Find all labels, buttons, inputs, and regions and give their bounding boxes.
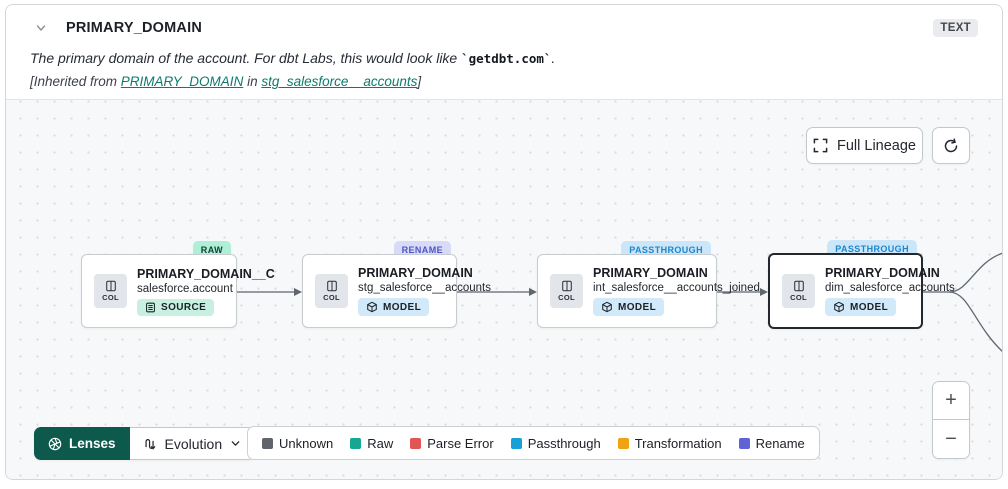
full-lineage-label: Full Lineage [837,137,916,154]
lineage-panel: PRIMARY_DOMAIN TEXT The primary domain o… [5,4,1003,480]
lens-select-dropdown[interactable]: Evolution [129,427,256,461]
inherited-model-link[interactable]: stg_salesforce__accounts [261,74,418,90]
legend-item: Passthrough [510,436,601,451]
legend-item: Parse Error [410,436,494,451]
evolution-legend: Unknown Raw Parse Error Passthrough Tran… [247,426,820,461]
node-kind-badge: MODEL [358,298,430,317]
column-description: The primary domain of the account. For d… [30,50,556,66]
lens-aperture-icon [48,437,62,451]
node-column-name: PRIMARY_DOMAIN [358,266,473,281]
legend-swatch [350,437,362,449]
model-cube-icon [833,301,845,313]
node-model-name: stg_salesforce__accounts [358,282,491,295]
inherited-column-link[interactable]: PRIMARY_DOMAIN [120,74,244,90]
column-icon: COL [315,274,348,309]
legend-item: Transformation [617,436,722,451]
lineage-canvas[interactable]: Full Lineage RAW COL PRIMARY_DOMAIN__C s… [6,99,1002,479]
column-icon: COL [550,274,583,309]
node-model-name: int_salesforce__accounts_joined [593,282,760,295]
inherited-from-note: [Inherited from PRIMARY_DOMAIN in stg_sa… [30,74,422,90]
lenses-button[interactable]: Lenses [34,427,130,461]
full-lineage-button[interactable]: Full Lineage [806,127,923,165]
column-title: PRIMARY_DOMAIN [66,20,202,36]
selected-lens-label: Evolution [164,435,223,452]
collapse-chevron-icon[interactable] [30,17,52,39]
node-kind-badge: MODEL [593,298,665,317]
zoom-out-button[interactable]: − [933,420,969,459]
legend-swatch [617,437,629,449]
lineage-node-intermediate[interactable]: PASSTHROUGH COL PRIMARY_DOMAIN int_sales… [537,241,760,329]
legend-item: Unknown [262,436,333,451]
lineage-node-dim-selected[interactable]: PASSTHROUGH COL PRIMARY_DOMAIN dim_sales… [768,240,955,330]
lineage-node-source[interactable]: RAW COL PRIMARY_DOMAIN__C salesforce.acc… [81,241,275,329]
zoom-in-button[interactable]: + [933,382,969,421]
legend-swatch [410,437,422,449]
model-cube-icon [601,301,613,313]
node-model-name: dim_salesforce_accounts [825,282,955,295]
legend-swatch [510,437,522,449]
model-cube-icon [366,301,378,313]
legend-swatch [738,437,750,449]
node-column-name: PRIMARY_DOMAIN [825,266,940,281]
chevron-down-icon [230,438,241,449]
legend-item: Raw [350,436,393,451]
refresh-button[interactable] [932,127,970,165]
lenses-label: Lenses [69,436,116,452]
lineage-node-staging[interactable]: RENAME COL PRIMARY_DOMAIN stg_salesforce… [302,241,491,329]
legend-swatch [262,437,273,449]
source-icon [145,302,156,313]
legend-item: Rename [738,436,805,451]
lenses-toolbar: Lenses Evolution [34,427,256,461]
evolution-route-icon [143,437,157,451]
inline-code: `getdbt.com` [461,51,552,66]
node-column-name: PRIMARY_DOMAIN [593,266,708,281]
expand-icon [813,138,828,153]
node-column-name: PRIMARY_DOMAIN__C [137,266,275,281]
zoom-controls: + − [932,381,970,460]
column-header: PRIMARY_DOMAIN TEXT The primary domain o… [6,5,1002,100]
refresh-icon [943,138,959,154]
column-icon: COL [782,274,815,309]
node-kind-badge: MODEL [825,298,897,317]
column-type-badge: TEXT [933,19,978,37]
node-kind-badge: SOURCE [137,298,215,316]
node-model-name: salesforce.account [137,282,233,295]
column-icon: COL [94,274,127,309]
